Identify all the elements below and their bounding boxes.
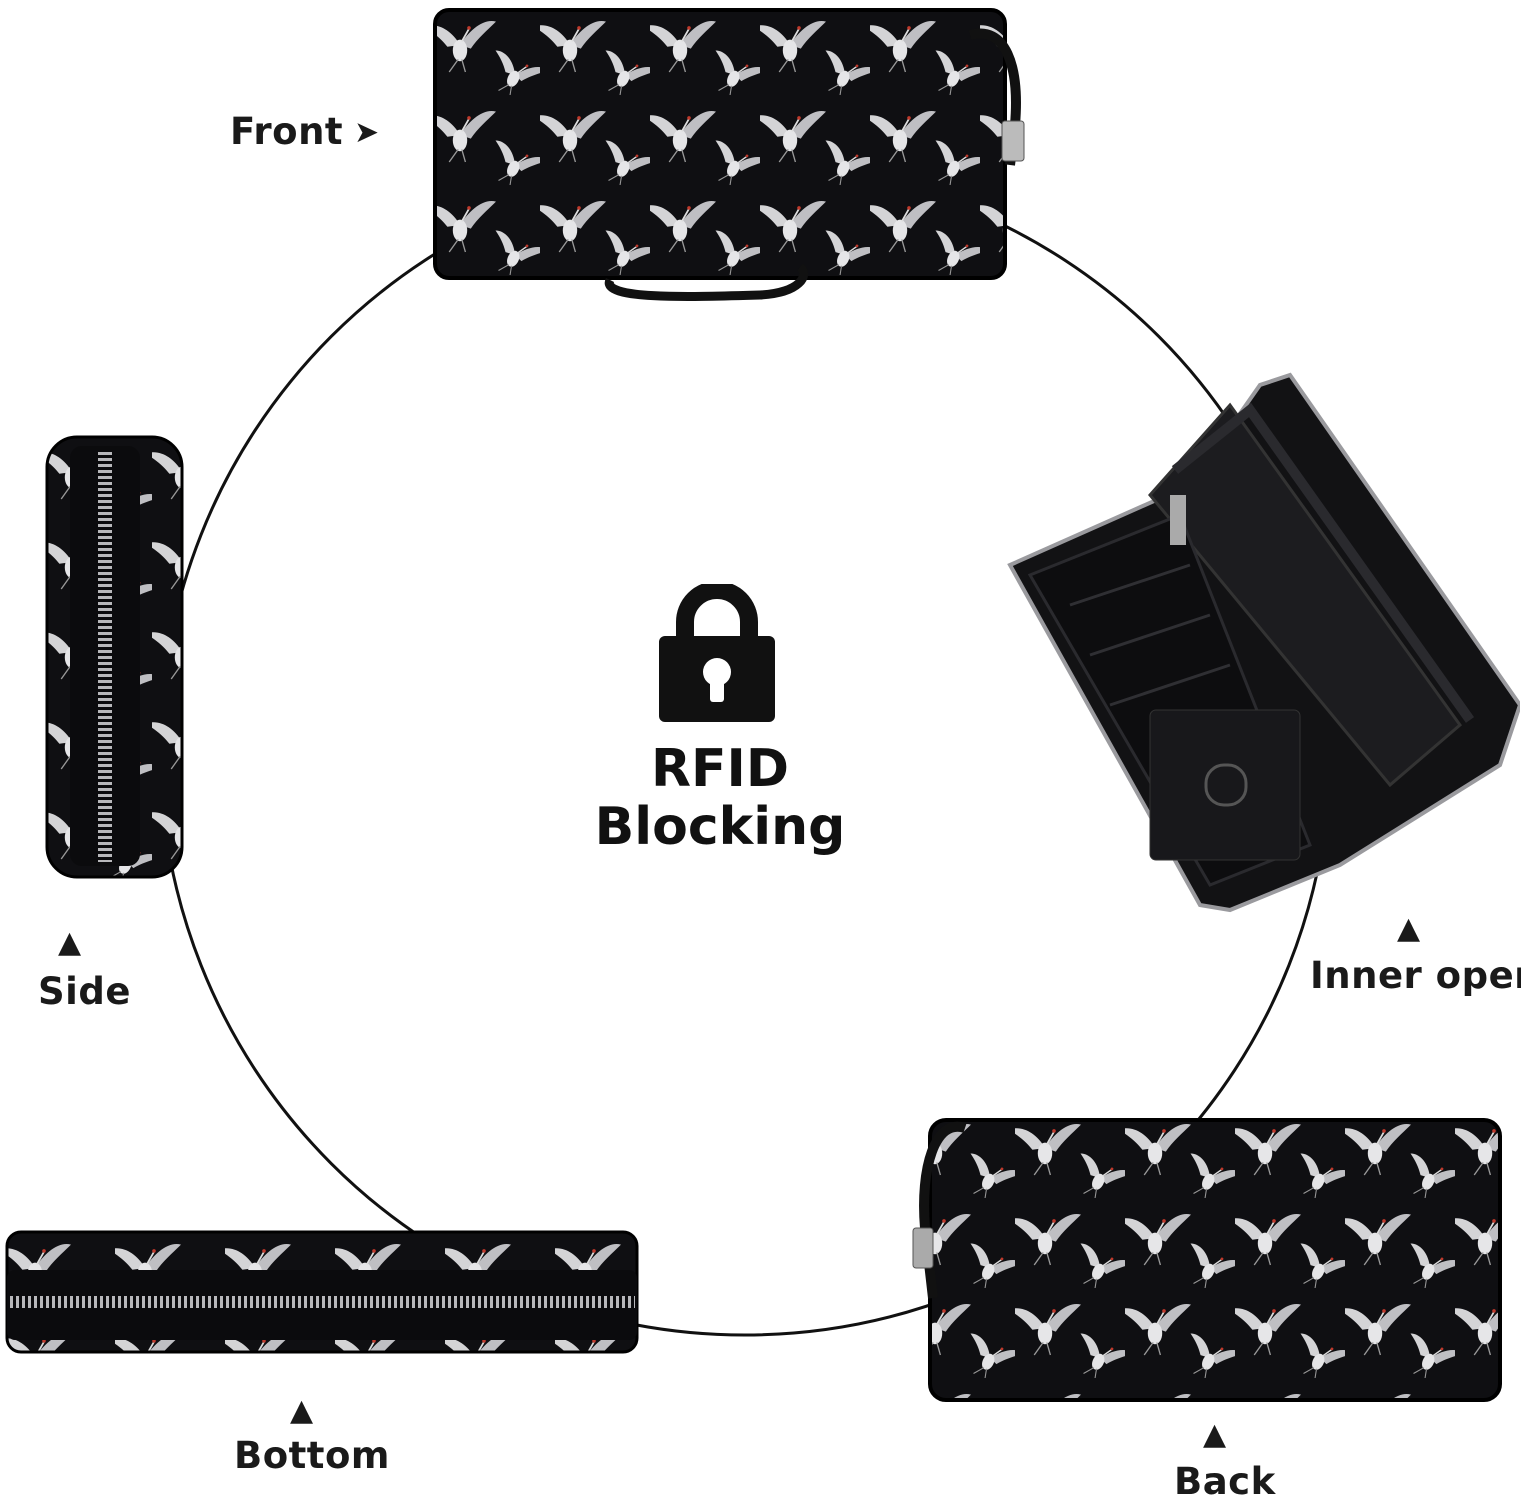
- arrow-up-icon: ▲: [290, 1393, 314, 1428]
- arrow-up-icon: ▲: [1203, 1417, 1227, 1452]
- arrow-up-icon: ▲: [58, 925, 82, 960]
- wallet-side-image: [45, 435, 184, 879]
- wallet-bottom-image: [5, 1230, 639, 1354]
- front-label: Front: [230, 110, 344, 153]
- wallet-front-image: [433, 8, 1025, 301]
- inner-open-label: Inner open: [1310, 954, 1521, 997]
- arrow-up-icon: ▲: [1397, 911, 1421, 946]
- lock-icon: [659, 584, 775, 722]
- side-label: Side: [38, 970, 131, 1013]
- bottom-label: Bottom: [234, 1434, 390, 1477]
- wallet-back-image: [912, 1118, 1502, 1402]
- back-label: Back: [1174, 1460, 1276, 1503]
- arrow-right-icon: ➤: [354, 115, 380, 150]
- wallet-inner-open-image: [1007, 372, 1520, 913]
- blocking-title: Blocking: [594, 797, 846, 857]
- rfid-title: RFID: [650, 739, 790, 799]
